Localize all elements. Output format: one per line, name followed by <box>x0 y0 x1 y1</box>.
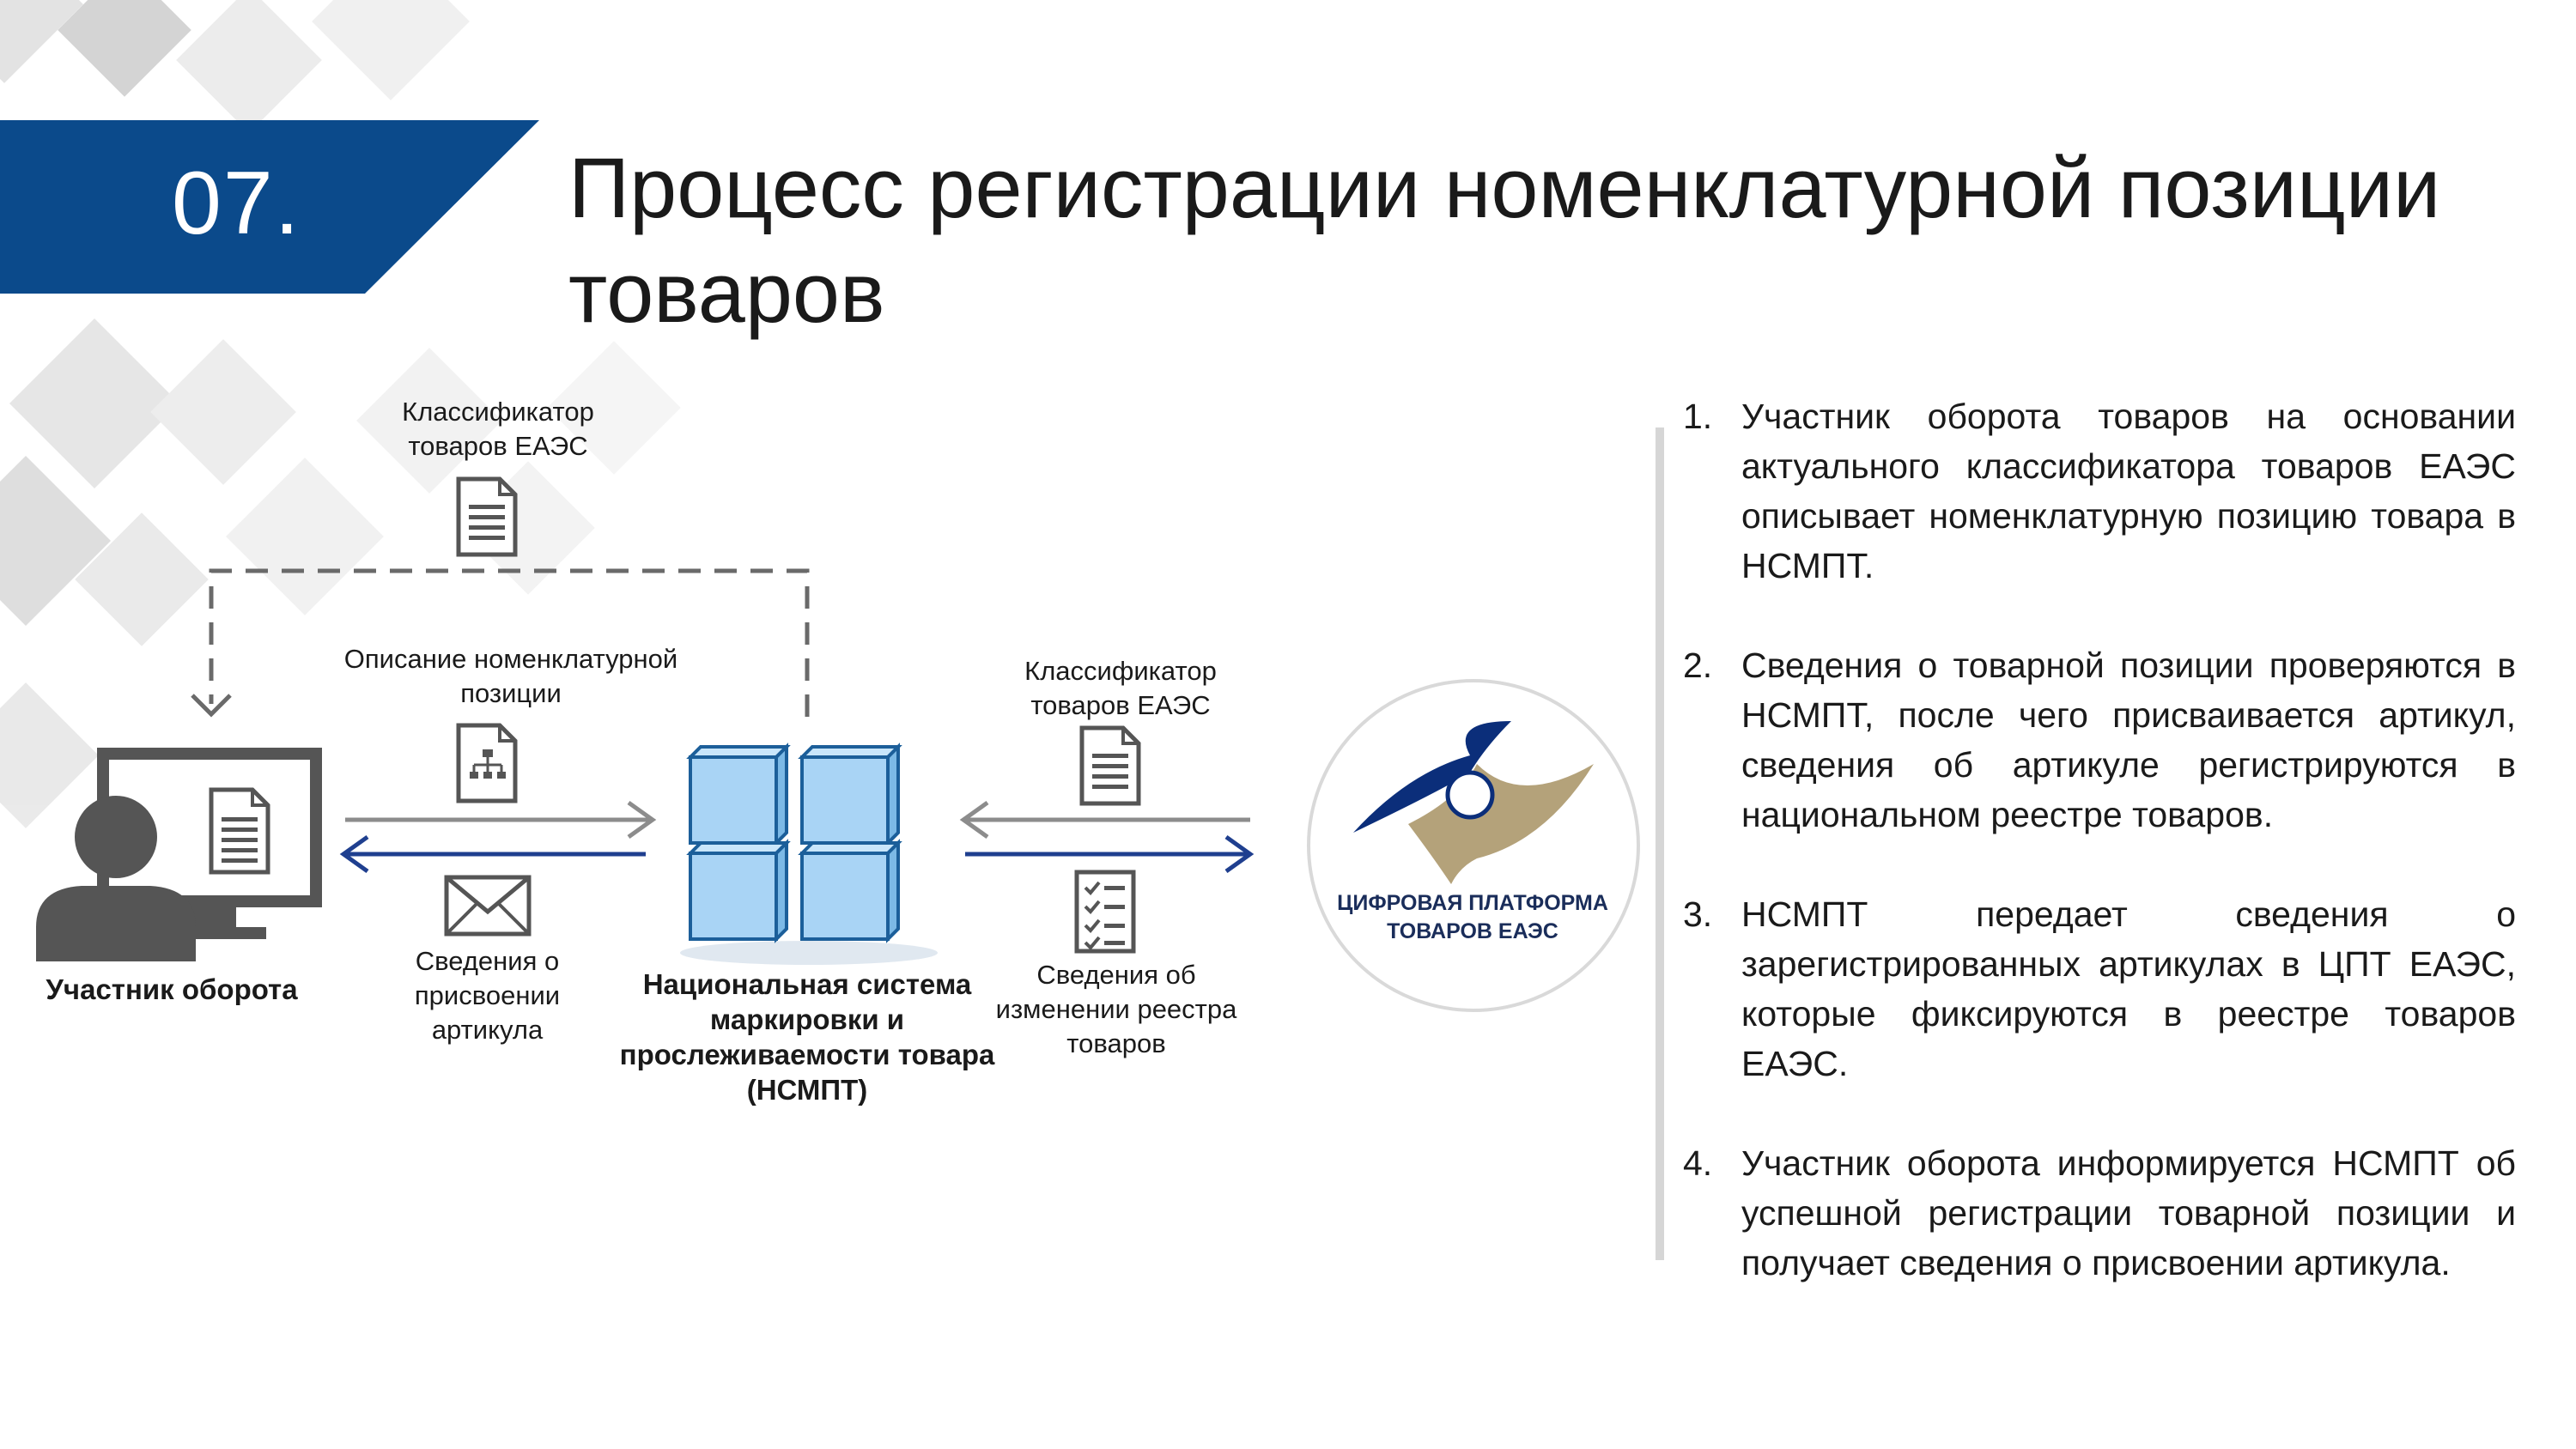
step-number: 1. <box>1683 397 1713 436</box>
logo-text: ЦИФРОВАЯ ПЛАТФОРМА ТОВАРОВ ЕАЭС <box>1337 891 1608 943</box>
nsmpt-label: Национальная система маркировки и просле… <box>619 968 995 1106</box>
step-text: НСМПТ передает сведения о зарегистрирова… <box>1741 894 2516 1083</box>
list-item: 2. Сведения о товарной позиции проверяютс… <box>1683 640 2516 840</box>
list-item: 3. НСМПТ передает сведения о зарегистриро… <box>1683 889 2516 1088</box>
divider <box>1656 427 1664 1260</box>
page-title: Процесс регистрации номенклатурной позиц… <box>568 140 2441 340</box>
user-at-computer-icon <box>36 748 322 961</box>
article-info-label: Сведения о присвоении артикула <box>414 946 561 1045</box>
description-label: Описание номенклатурной позиции <box>343 644 678 708</box>
classifier-top-label: Классификатор товаров ЕАЭС <box>402 397 594 461</box>
slide-number: 07. <box>172 154 301 253</box>
step-text: Сведения о товарной позиции проверяются … <box>1741 646 2516 834</box>
arrow-to-platform <box>965 834 1255 874</box>
document-icon-right <box>1079 725 1141 806</box>
checklist-icon <box>1074 870 1136 954</box>
step-number: 2. <box>1683 646 1713 685</box>
list-item: 4. Участник оборота информируется НСМПТ о… <box>1683 1138 2516 1288</box>
step-text: Участник оборота информируется НСМПТ об … <box>1741 1143 2516 1282</box>
list-item: 1. Участник оборота товаров на основании … <box>1683 391 2516 591</box>
step-number: 3. <box>1683 894 1713 934</box>
header-band <box>0 120 539 294</box>
steps-list: 1. Участник оборота товаров на основании … <box>1683 391 2516 1337</box>
arrow-from-platform <box>959 800 1250 840</box>
dashed-connector <box>209 568 810 717</box>
dashed-arrowhead <box>191 694 232 718</box>
envelope-icon <box>444 875 532 937</box>
cubes-icon <box>680 743 938 965</box>
document-icon <box>456 476 518 557</box>
arrow-to-nsmpt <box>345 800 657 840</box>
step-number: 4. <box>1683 1143 1713 1183</box>
registry-changes-label: Сведения об изменении реестра товаров <box>995 960 1237 1058</box>
participant-label: Участник оборота <box>46 973 298 1005</box>
step-text: Участник оборота товаров на основании ак… <box>1741 397 2516 585</box>
arrow-to-participant <box>339 834 646 874</box>
classifier-right-label: Классификатор товаров ЕАЭС <box>1024 656 1217 720</box>
org-chart-document-icon <box>456 723 518 803</box>
eaeu-logo <box>1307 679 1640 1012</box>
